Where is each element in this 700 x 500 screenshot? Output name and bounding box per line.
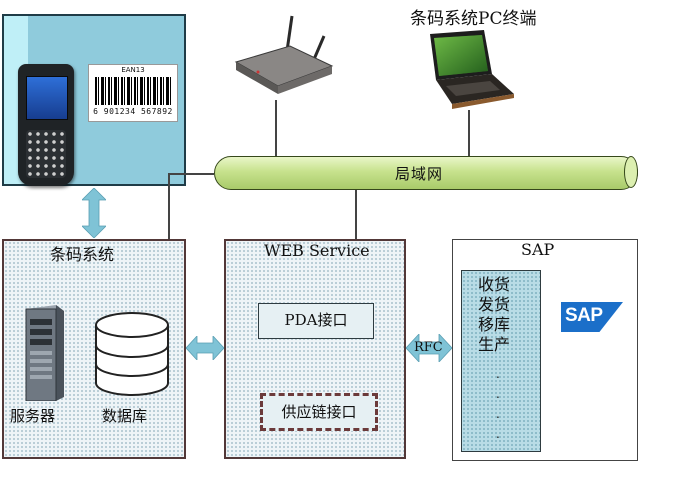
router-lan-link <box>275 100 277 156</box>
wireless-router-icon <box>234 15 334 94</box>
barcode-bars <box>95 77 171 105</box>
barcode-label-icon: EAN13 6 901234 567892 <box>88 64 178 122</box>
sap-ellipsis-dot: . <box>496 427 500 441</box>
barcode-webservice-arrow <box>186 336 224 360</box>
laptop-icon <box>430 30 514 109</box>
server-icon <box>25 305 64 401</box>
server-label: 服务器 <box>10 407 56 425</box>
pc-terminal-label: 条码系统PC终端 <box>410 9 537 29</box>
sap-title: SAP <box>521 240 555 259</box>
sap-module-receiving: 收货 <box>478 275 511 294</box>
device-sync-arrow <box>82 188 106 238</box>
sap-ellipsis-dot: . <box>496 367 500 381</box>
barcode-lan-vlink <box>168 173 170 239</box>
sap-module-list: 收货 发货 移库 生产 . . . . <box>461 270 541 452</box>
supply-chain-interface-box: 供应链接口 <box>260 393 378 431</box>
sap-panel: SAP 收货 发货 移库 生产 . . . . SAP <box>452 239 638 461</box>
barcode-type: EAN13 <box>121 66 145 74</box>
pda-keypad <box>26 130 66 178</box>
lan-network: 局域网 <box>214 156 638 190</box>
barcode-lan-hlink <box>168 173 214 175</box>
pda-interface-box: PDA接口 <box>258 303 374 339</box>
pda-screen <box>26 76 68 120</box>
database-icon <box>95 312 169 396</box>
barcode-number: 6 901234 567892 <box>93 107 173 116</box>
web-service-title: WEB Service <box>264 241 370 260</box>
web-service-panel: WEB Service PDA接口 供应链接口 <box>224 239 406 459</box>
sap-logo-icon: SAP <box>561 302 623 332</box>
rfc-label: RFC <box>414 340 443 355</box>
sap-logo-text: SAP <box>565 305 603 326</box>
pc-lan-link <box>468 110 470 156</box>
lan-tube-cap <box>624 156 638 188</box>
database-label: 数据库 <box>102 407 148 425</box>
barcode-device-panel: EAN13 6 901234 567892 <box>2 14 186 186</box>
rfc-arrow <box>406 334 452 362</box>
pda-scanner-icon <box>18 64 74 186</box>
barcode-system-panel: 条码系统 服务器 数据库 <box>2 239 186 459</box>
sap-ellipsis-dot: . <box>496 387 500 401</box>
sap-module-shipping: 发货 <box>478 295 511 314</box>
sap-module-production: 生产 <box>478 335 511 354</box>
webservice-lan-link <box>355 190 357 239</box>
sap-module-transfer: 移库 <box>478 315 511 334</box>
barcode-system-title: 条码系统 <box>50 245 115 264</box>
lan-label: 局域网 <box>395 165 444 183</box>
sap-ellipsis-dot: . <box>496 407 500 421</box>
